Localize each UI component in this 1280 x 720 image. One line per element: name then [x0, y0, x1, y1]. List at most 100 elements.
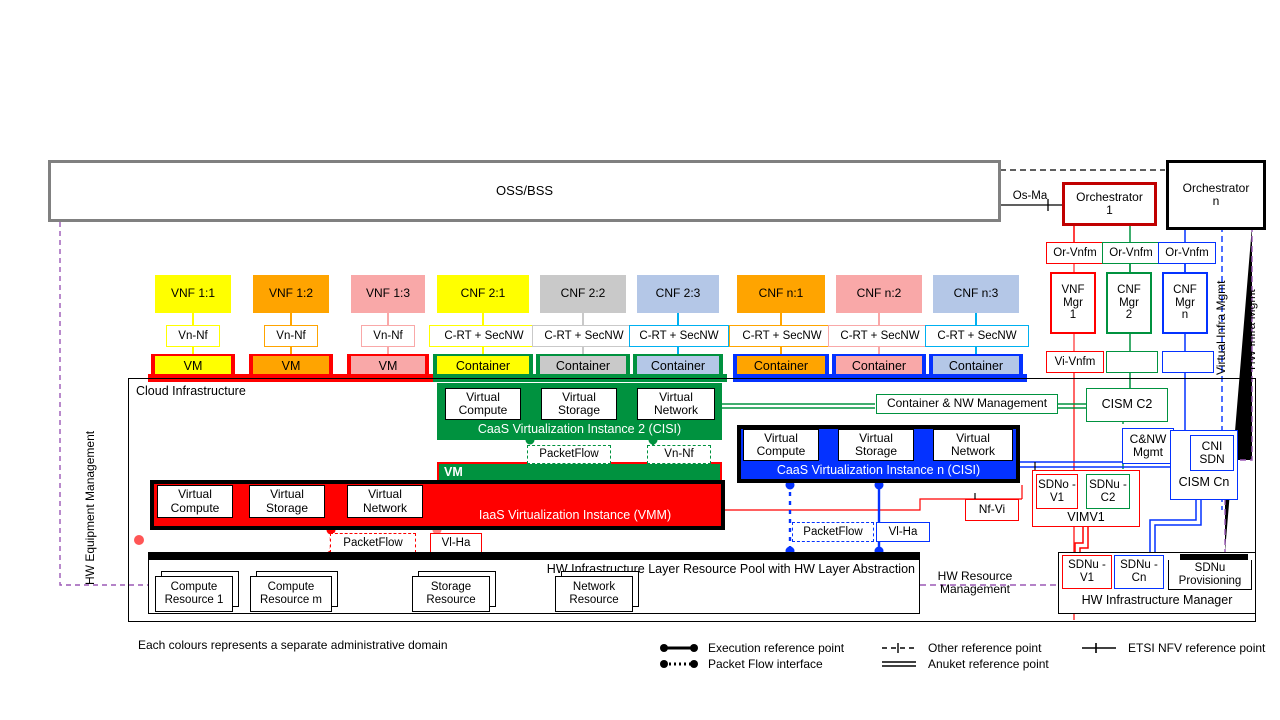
- vnf-1-3-reference-point[interactable]: Vn-Nf: [361, 325, 415, 347]
- other-reference-point-label: Other reference point: [928, 641, 1042, 655]
- cnf-2-3-label: CNF 2:3: [655, 286, 701, 301]
- cnf-mgr-n[interactable]: CNF Mgr n: [1162, 272, 1208, 334]
- cisi2-virtual-compute[interactable]: Virtual Compute: [445, 388, 521, 420]
- orchestrator-n[interactable]: Orchestrator n: [1166, 160, 1266, 230]
- cisin-virtual-network[interactable]: Virtual Network: [933, 429, 1013, 461]
- cnf-n-1-box[interactable]: CNF n:1: [737, 275, 825, 313]
- vnf-1-2-reference-point[interactable]: Vn-Nf: [264, 325, 318, 347]
- vnf-1-2-runtime[interactable]: VM: [253, 356, 329, 377]
- cnf-2-3-reference-point[interactable]: C-RT + SecNW: [629, 325, 729, 347]
- cnf-n-1-runtime[interactable]: Container: [737, 356, 825, 377]
- sdnu-cn[interactable]: SDNu -Cn: [1114, 555, 1164, 589]
- cisi2-vn-nf-rp[interactable]: Vn-Nf: [647, 445, 711, 464]
- vmm-virtual-network[interactable]: Virtual Network: [347, 485, 423, 518]
- cnf-2-2-box[interactable]: CNF 2:2: [540, 275, 626, 313]
- execution-reference-point-icon: [660, 644, 698, 652]
- sdnu-v1[interactable]: SDNu -V1: [1062, 555, 1112, 589]
- cisin-virtual-storage[interactable]: Virtual Storage: [838, 429, 914, 461]
- cnf-n-2-reference-point[interactable]: C-RT + SecNW: [828, 325, 932, 347]
- sdno-v1[interactable]: SDNo -V1: [1036, 474, 1078, 509]
- cnf-2-2-reference-point[interactable]: C-RT + SecNW: [532, 325, 636, 347]
- cisi2-packetflow-rp[interactable]: PacketFlow: [527, 445, 611, 464]
- cnf-n-3-runtime[interactable]: Container: [933, 356, 1019, 377]
- cnf-n-2-runtime[interactable]: Container: [836, 356, 922, 377]
- cnf-2-2-reference-point-label: C-RT + SecNW: [544, 329, 624, 342]
- vmm-vi-ha-rp[interactable]: Vl-Ha: [430, 533, 482, 553]
- container-nw-management[interactable]: Container & NW Management: [876, 394, 1058, 414]
- cnf-2-2-runtime[interactable]: Container: [540, 356, 626, 377]
- cnf-n-3-reference-point[interactable]: C-RT + SecNW: [925, 325, 1029, 347]
- packet-flow-interface-label: Packet Flow interface: [708, 657, 823, 671]
- orchestrator-n-line2: n: [1212, 194, 1220, 208]
- vnf-1-1-box[interactable]: VNF 1:1: [155, 275, 231, 313]
- vi-vnfm-2[interactable]: [1106, 351, 1158, 373]
- cisi2-virtual-network[interactable]: Virtual Network: [637, 388, 715, 420]
- vnf-1-3-runtime-label: VM: [378, 358, 398, 373]
- cnf-2-1-reference-point-label: C-RT + SecNW: [444, 329, 524, 342]
- legend-item-anuket-reference-point: Anuket reference point: [878, 656, 1049, 672]
- sdnu-c2[interactable]: SDNu -C2: [1086, 474, 1130, 509]
- hw-resource-1-line2: Resource m: [260, 594, 322, 606]
- cnw-mgmt[interactable]: C&NW Mgmt: [1122, 428, 1174, 464]
- sdnu-provisioning-bar: [1180, 554, 1248, 561]
- cisin-vi-ha-rp[interactable]: Vl-Ha: [876, 522, 930, 542]
- cisin-title: CaaS Virtualization Instance n (CISI): [776, 463, 981, 478]
- vmm-virtual-compute[interactable]: Virtual Compute: [157, 485, 233, 518]
- vnf-1-3-reference-point-label: Vn-Nf: [373, 329, 403, 342]
- cnf-n-3-box[interactable]: CNF n:3: [933, 275, 1019, 313]
- cisin-packetflow-rp[interactable]: PacketFlow: [792, 522, 874, 542]
- orchestrator-1[interactable]: Orchestrator 1: [1062, 182, 1157, 226]
- oss-bss-box[interactable]: OSS/BSS: [48, 160, 1001, 222]
- cnf-n-2-reference-point-label: C-RT + SecNW: [840, 329, 920, 342]
- hw-resource-0-line1: Compute: [170, 581, 218, 594]
- cnf-2-3-runtime[interactable]: Container: [637, 356, 719, 377]
- cnf-2-3-reference-point-label: C-RT + SecNW: [639, 329, 719, 342]
- vnf-1-2-box[interactable]: VNF 1:2: [253, 275, 329, 313]
- vnf-mgr-1[interactable]: VNF Mgr 1: [1050, 272, 1096, 334]
- hw-resource-management-label: HW Resource Management: [937, 568, 1013, 596]
- vnf-1-1-label: VNF 1:1: [170, 286, 215, 301]
- vmm-block[interactable]: [150, 480, 725, 530]
- cnf-n-3-label: CNF n:3: [953, 286, 999, 301]
- cisin-virtual-compute[interactable]: Virtual Compute: [743, 429, 819, 461]
- hw-equipment-management-label: HW Equipment Management: [83, 430, 97, 585]
- vnf-1-3-runtime[interactable]: VM: [351, 356, 425, 377]
- vmm-title: IaaS Virtualization Instance (VMM): [478, 508, 672, 523]
- sdnu-provisioning[interactable]: SDNu Provisioning: [1168, 560, 1252, 590]
- vnf-1-3-box[interactable]: VNF 1:3: [351, 275, 425, 313]
- or-vnfm-3[interactable]: Or-Vnfm: [1158, 242, 1216, 264]
- hw-resource-2-line1: Storage: [430, 581, 472, 594]
- or-vnfm-1[interactable]: Or-Vnfm: [1046, 242, 1104, 264]
- vnf-1-1-reference-point-label: Vn-Nf: [178, 329, 208, 342]
- cnf-2-1-runtime[interactable]: Container: [437, 356, 529, 377]
- vnf-1-1-reference-point[interactable]: Vn-Nf: [166, 325, 220, 347]
- cnf-n-2-box[interactable]: CNF n:2: [836, 275, 922, 313]
- cnf-n-1-reference-point[interactable]: C-RT + SecNW: [729, 325, 835, 347]
- anuket-reference-point-label: Anuket reference point: [928, 657, 1049, 671]
- cni-sdn[interactable]: CNI SDN: [1190, 435, 1234, 471]
- vnf-1-1-runtime[interactable]: VM: [155, 356, 231, 377]
- cnf-2-1-box[interactable]: CNF 2:1: [437, 275, 529, 313]
- cisi2-virtual-storage[interactable]: Virtual Storage: [541, 388, 617, 420]
- vmm-virtual-storage[interactable]: Virtual Storage: [249, 485, 325, 518]
- hw-pool-top-bar: [148, 552, 920, 560]
- packet-flow-interface-icon: [660, 660, 698, 668]
- orchestrator-1-line2: 1: [1106, 203, 1113, 217]
- vi-vnfm-1[interactable]: Vi-Vnfm: [1046, 351, 1104, 373]
- cnf-2-3-box[interactable]: CNF 2:3: [637, 275, 719, 313]
- vi-vnfm-3[interactable]: [1162, 351, 1214, 373]
- hw-infrastructure-manager-label: HW Infrastructure Manager: [1081, 593, 1233, 608]
- hw-resource-3-line1: Network: [572, 581, 616, 594]
- cnf-2-1-reference-point[interactable]: C-RT + SecNW: [429, 325, 539, 347]
- or-vnfm-2[interactable]: Or-Vnfm: [1102, 242, 1160, 264]
- cism-c2[interactable]: CISM C2: [1086, 388, 1168, 422]
- hw-resource-2-line2: Resource: [426, 594, 476, 606]
- vmm-packetflow-rp[interactable]: PacketFlow: [330, 533, 416, 553]
- nf-vi-rp[interactable]: Nf-Vi: [965, 499, 1019, 521]
- cnf-n-1-label: CNF n:1: [758, 286, 804, 301]
- cnf-mgr-2[interactable]: CNF Mgr 2: [1106, 272, 1152, 334]
